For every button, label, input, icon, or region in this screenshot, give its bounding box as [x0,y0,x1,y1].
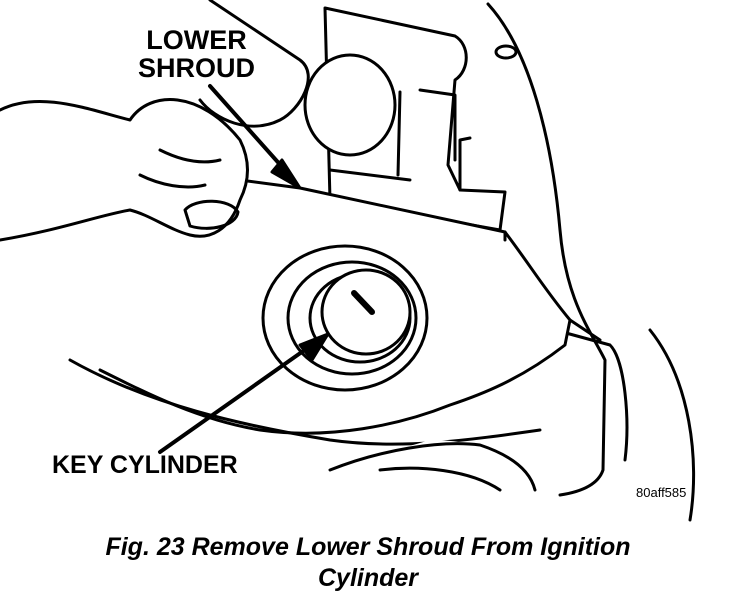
key-cylinder-label: KEY CYLINDER [52,451,238,479]
lower-shroud-label-line1: LOWER [146,25,247,55]
switch-knob [303,53,397,157]
shroud-lower-edge [68,358,542,446]
shroud-seam [503,230,602,342]
column-inner-edge [553,328,629,462]
bracket-detail [328,88,472,192]
column-housing [486,2,607,497]
column-bracket [323,6,507,232]
left-thumb-nail [183,199,240,230]
column-right-edge [648,328,696,522]
bezel-middle-ring [286,260,418,376]
lower-shroud-arrowhead [270,158,302,190]
right-hand [0,440,531,540]
key-cylinder-arrow [158,340,318,454]
figure-caption: Fig. 23 Remove Lower Shroud From Ignitio… [30,532,706,594]
lower-shroud-label-line2: SHROUD [138,53,256,84]
caption-line1: Fig. 23 Remove Lower Shroud From Ignitio… [105,533,631,561]
lower-shroud-label: LOWER SHROUD [138,26,255,83]
key-slot [351,290,375,315]
key-cylinder-face [320,268,412,356]
left-hand [0,98,249,242]
right-hand-outline [328,442,537,492]
mount-hole [494,44,518,60]
figure-code: 80aff585 [636,485,687,500]
left-finger-lines [138,148,222,189]
upper-finger [198,0,310,128]
key-cylinder-arrowhead [298,332,330,362]
caption-line2: Cylinder [317,564,419,592]
